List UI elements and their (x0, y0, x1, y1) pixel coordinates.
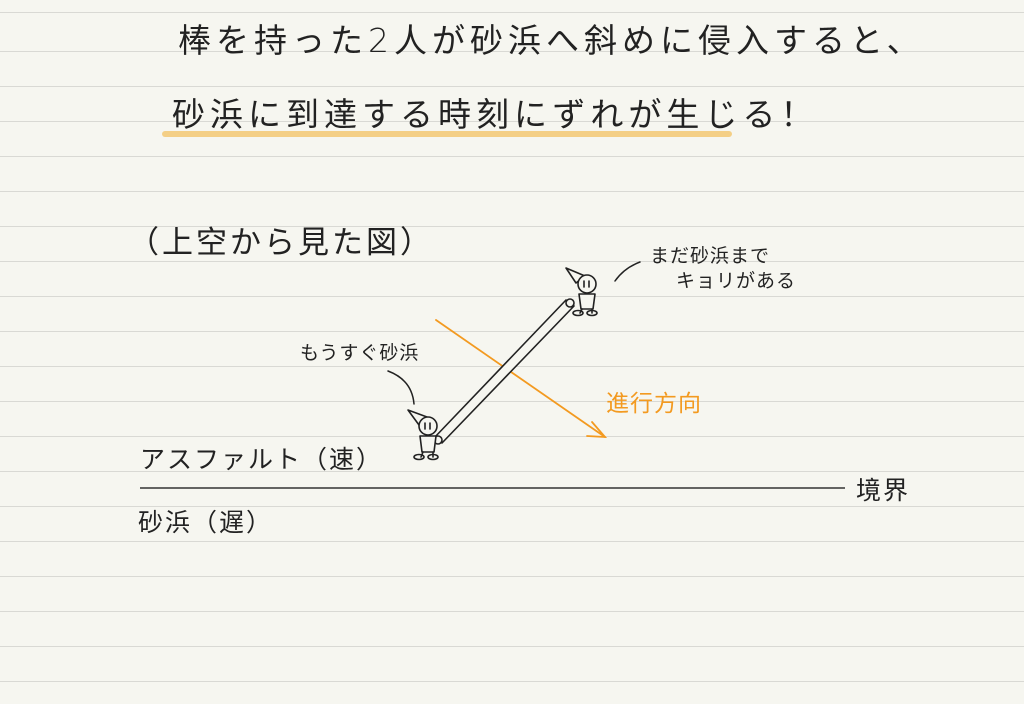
asphalt-region-label: アスファルト（速） (140, 445, 384, 474)
pole (433, 298, 575, 445)
far-person-figure (565, 267, 598, 317)
sand-region-label: 砂浜（遅） (138, 508, 274, 537)
direction-label: 進行方向 (606, 391, 702, 417)
near-person-callout (387, 370, 415, 405)
far-person-note-line-2: キョリがある (676, 270, 797, 292)
direction-arrow (435, 319, 608, 439)
near-person-figure (407, 409, 439, 461)
far-person-note-line-1: まだ砂浜まで (650, 245, 771, 267)
near-person-note: もうすぐ砂浜 (300, 342, 420, 364)
headline-line-2: 砂浜に到達する時刻にずれが生じる！ (172, 95, 819, 134)
boundary-label: 境界 (856, 476, 911, 505)
headline-line-1: 棒を持った2人が砂浜へ斜めに侵入すると、 (178, 21, 925, 60)
far-person-callout (614, 261, 641, 282)
view-label: （上空から見た図） (128, 225, 434, 261)
headline-highlight-underline (162, 131, 732, 137)
